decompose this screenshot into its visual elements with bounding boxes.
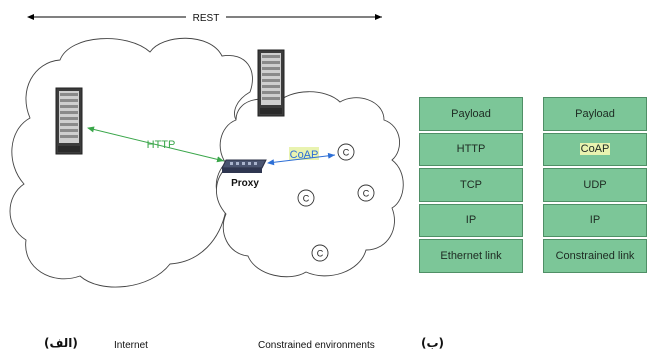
http-protocol-stack: Payload HTTP TCP IP Ethernet link [419,97,523,275]
proxy-switch-icon [221,159,267,173]
stack-layer: Ethernet link [419,239,523,273]
stack-layer: HTTP [419,132,523,166]
svg-text:C: C [343,148,350,158]
proxy-label: Proxy [231,178,259,189]
figure-mark-b: (ب) [421,336,445,350]
stack-layer: IP [543,203,647,237]
http-arrow [87,126,225,163]
internet-caption: Internet [114,340,148,351]
stack-layer: TCP [419,168,523,202]
svg-text:C: C [303,194,310,204]
stack-layer: UDP [543,168,647,202]
stack-layer: Payload [419,97,523,131]
stack-layer: Constrained link [543,239,647,273]
svg-text:C: C [317,249,324,259]
client-node-icon: C [311,244,329,262]
client-node-icon: C [297,189,315,207]
client-node-icon: C [357,184,375,202]
internet-cloud [9,37,253,288]
http-label: HTTP [147,139,176,151]
server-rack-icon [257,49,285,117]
rest-arrow: REST [27,13,382,24]
stack-layer: IP [419,203,523,237]
coap-arrow [267,152,336,166]
constrained-cloud [216,91,404,278]
coap-protocol-stack: Payload CoAP UDP IP Constrained link [543,97,647,275]
server-rack-icon [55,87,83,155]
constrained-caption: Constrained environments [258,340,375,351]
stack-layer: CoAP [543,132,647,166]
figure-mark-a: (الف) [44,336,78,350]
rest-label: REST [193,13,220,24]
stack-layer: Payload [543,97,647,131]
client-node-icon: C [337,143,355,161]
svg-text:C: C [363,189,370,199]
